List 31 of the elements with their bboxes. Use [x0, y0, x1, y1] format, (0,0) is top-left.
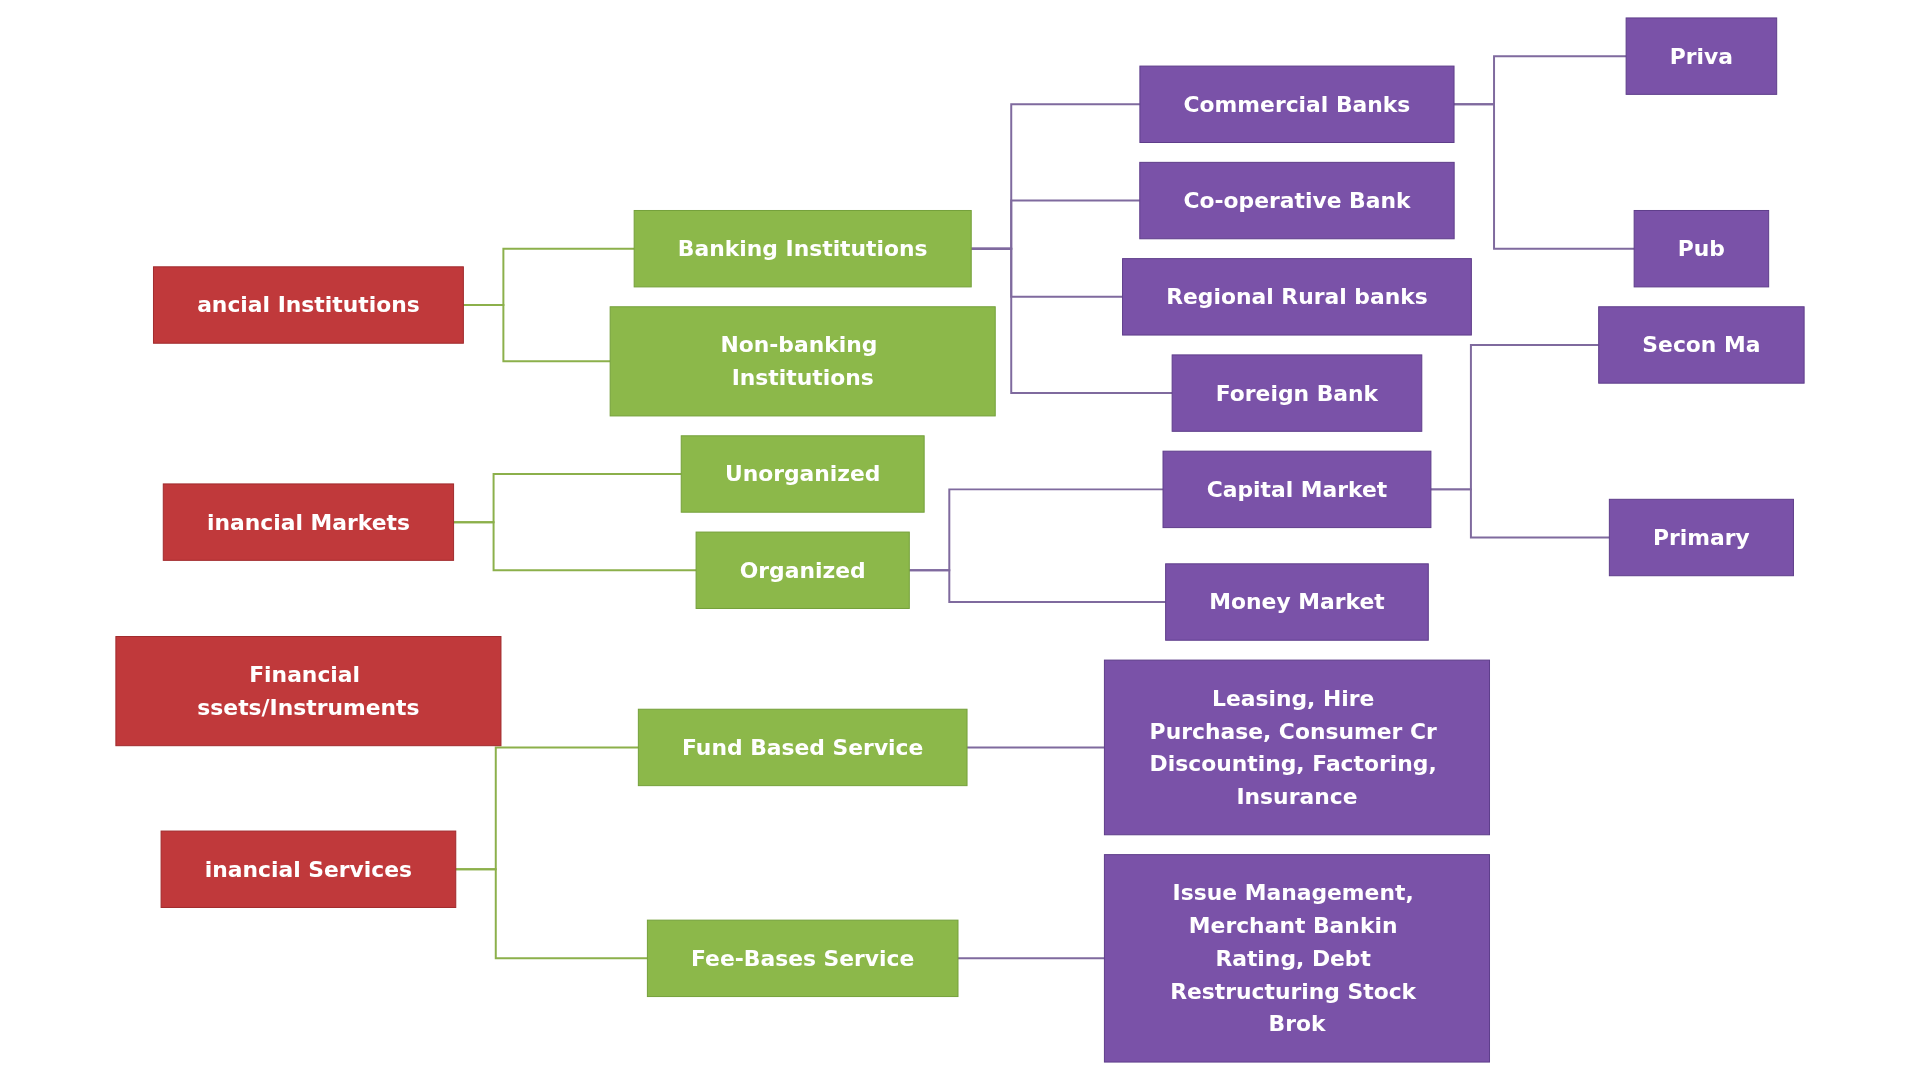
node-box: Capital Market — [1162, 450, 1432, 529]
node-box: Unorganized — [680, 435, 925, 513]
connector — [452, 521, 698, 572]
connector — [454, 868, 649, 960]
node-box: Secon Ma — [1598, 306, 1805, 384]
node-box: ancial Institutions — [152, 266, 464, 344]
connector — [462, 304, 612, 363]
node-box: Fund Based Service — [637, 708, 968, 787]
connector — [908, 569, 1167, 604]
node-box: Pub — [1633, 210, 1770, 288]
node-box: Money Market — [1165, 563, 1429, 641]
node-box: inancial Markets — [162, 483, 455, 561]
node-box: Primary — [1608, 498, 1794, 577]
connector — [966, 746, 1106, 749]
node-box: Financial ssets/Instruments — [115, 636, 502, 747]
node-box: Leasing, Hire Purchase, Consumer Cr Discounting, Factoring, Insurance — [1103, 659, 1490, 836]
node-box: Regional Rural banks — [1122, 258, 1472, 336]
node-box: Co-operative Bank — [1139, 161, 1455, 240]
node-box: Commercial Banks — [1139, 65, 1455, 143]
node-box: Banking Institutions — [633, 210, 972, 288]
connector — [970, 247, 1174, 395]
node-box: Issue Management, Merchant Bankin Rating, Debt Restructuring Stock Brok — [1103, 854, 1490, 1063]
node-box: Non-banking Institutions — [609, 306, 996, 417]
node-box: Fee-Bases Service — [646, 919, 959, 998]
node-box: inancial Services — [160, 830, 457, 908]
node-box: Foreign Bank — [1171, 354, 1423, 432]
connector — [1429, 488, 1611, 539]
connector — [1453, 103, 1636, 250]
node-box: Priva — [1625, 17, 1778, 95]
node-box: Organized — [695, 531, 910, 609]
connector — [957, 957, 1106, 960]
